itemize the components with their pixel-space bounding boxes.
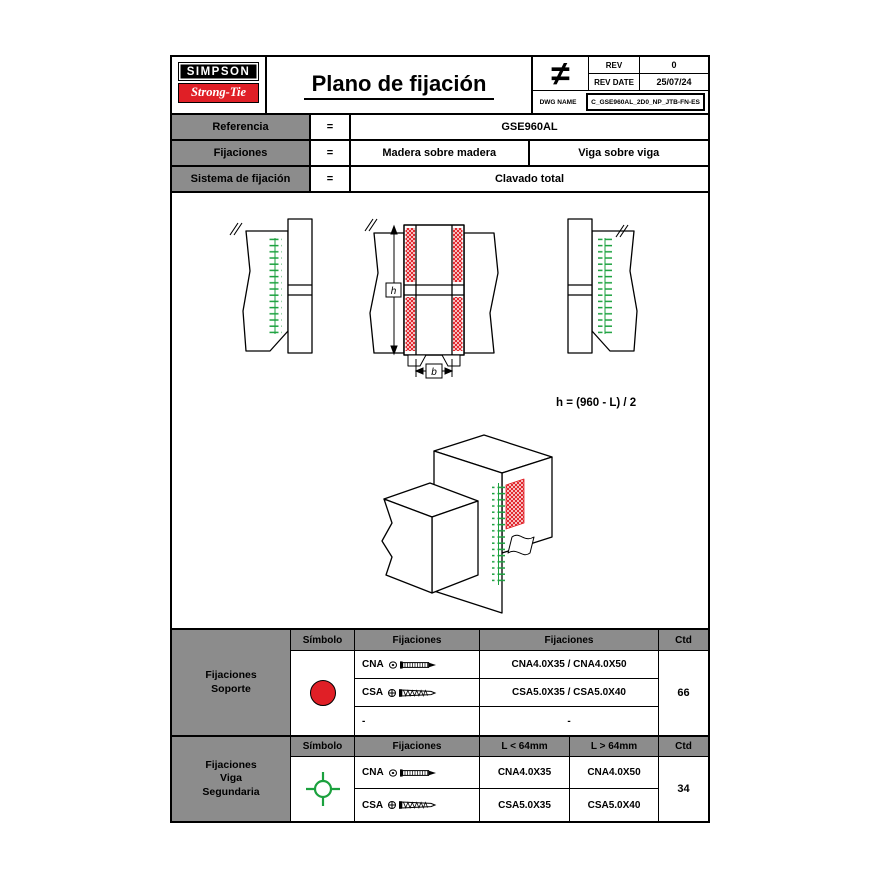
col-header-simbolo: Símbolo — [291, 630, 355, 651]
nail-zone-hatch — [405, 297, 415, 351]
dim-b-label: b — [431, 367, 437, 378]
isometric-view — [381, 434, 553, 614]
col-header-fijaciones: Fijaciones — [480, 630, 659, 651]
projection-symbol-icon: ≠ — [533, 57, 588, 91]
rev-label: REV — [588, 57, 639, 74]
break-mark-icon — [615, 224, 629, 238]
fixing-code: CNA — [362, 767, 384, 778]
sistema-value: Clavado total — [494, 173, 565, 185]
support-fixings-table: Fijaciones Soporte Símbolo Fijaciones Fi… — [172, 630, 708, 737]
fijaciones-value-1: Madera sobre madera — [351, 141, 530, 165]
drawing-sheet: SIMPSON Strong-Tie Plano de fijación ≠ R… — [170, 55, 710, 823]
fixing-code-cell: - — [355, 707, 480, 735]
break-mark-icon — [229, 222, 243, 236]
nail-zone-hatch — [453, 228, 463, 282]
referencia-label: Referencia — [172, 115, 311, 139]
equals-sign: = — [311, 115, 351, 139]
rev-date-label: REV DATE — [588, 74, 639, 91]
strongtie-logo-text: Strong-Tie — [178, 83, 259, 103]
dwg-name-label: DWG NAME — [539, 98, 577, 106]
fixing-spec: CSA5.0X35 / CSA5.0X40 — [480, 679, 659, 707]
fixing-code: CSA — [362, 799, 384, 811]
height-formula: h = (960 - L) / 2 — [556, 397, 636, 409]
fixing-code: CSA — [362, 687, 384, 698]
support-symbol-red-circle-icon — [309, 680, 336, 706]
nail-row — [268, 238, 282, 334]
fixing-code-cell: CNA — [355, 757, 480, 789]
fixing-code: - — [362, 715, 366, 727]
info-row-sistema: Sistema de fijación = Clavado total — [172, 167, 708, 193]
info-row-fijaciones: Fijaciones = Madera sobre madera Viga so… — [172, 141, 708, 167]
break-mark-icon — [364, 218, 378, 232]
rev-value: 0 — [639, 57, 708, 74]
fixing-spec-l-large: CSA5.0X40 — [570, 789, 659, 821]
support-symbol-cell — [291, 651, 355, 735]
col-header-l-large: L > 64mm — [570, 737, 659, 757]
fijaciones-value-2: Viga sobre viga — [578, 147, 660, 159]
col-header-fijaciones: Fijaciones — [355, 630, 480, 651]
cut-flag — [507, 534, 535, 556]
beam-fixings-table: Fijaciones Viga Segundaria Símbolo Fijac… — [172, 737, 708, 821]
left-view — [229, 218, 313, 354]
revision-block: ≠ REV 0 REV DATE 25/07/24 DWG NAME C_GSE… — [531, 57, 708, 113]
beam-ctd-value: 34 — [659, 757, 708, 821]
sheet-title: Plano de fijación — [303, 71, 495, 100]
title-block: SIMPSON Strong-Tie Plano de fijación ≠ R… — [172, 57, 708, 115]
front-view — [364, 218, 499, 367]
technical-drawing: h b h = (960 - L) / 2 — [229, 218, 638, 614]
fixing-spec: - — [480, 707, 659, 735]
nail-zone-hatch — [453, 297, 463, 351]
fixing-code-cell: CSA — [355, 679, 480, 707]
fixing-spec-l-small: CNA4.0X35 — [480, 757, 570, 789]
fijaciones-label: Fijaciones — [172, 141, 311, 165]
csa-screw-icon — [388, 801, 437, 809]
nail-row — [598, 238, 612, 334]
fixing-code-cell: CNA — [355, 651, 480, 679]
support-ctd-value: 66 — [659, 651, 708, 735]
dwg-name-value: C_GSE960AL_2D0_NP_JTB-FN-ES — [586, 93, 705, 111]
fixing-spec-l-large: CNA4.0X50 — [570, 757, 659, 789]
col-header-simbolo: Símbolo — [291, 737, 355, 757]
fixing-code: CNA — [362, 659, 384, 670]
support-table-stub: Fijaciones Soporte — [172, 630, 291, 735]
info-row-referencia: Referencia = GSE960AL — [172, 115, 708, 141]
dimension-lines: h b — [385, 224, 454, 379]
info-table: Referencia = GSE960AL Fijaciones = Mader… — [172, 115, 708, 193]
equals-sign: = — [311, 141, 351, 165]
drawing-area: h b h = (960 - L) / 2 — [172, 193, 708, 630]
nail-zone-hatch — [505, 478, 525, 530]
referencia-value: GSE960AL — [501, 121, 558, 133]
simpson-strongtie-logo: SIMPSON Strong-Tie — [172, 57, 267, 113]
fixing-spec: CNA4.0X35 / CNA4.0X50 — [480, 651, 659, 679]
csa-screw-icon — [388, 688, 437, 697]
dim-h-label: h — [391, 286, 397, 297]
fixing-code-cell: CSA — [355, 789, 480, 821]
cna-nail-icon — [388, 660, 436, 669]
beam-symbol-cell — [291, 757, 355, 821]
right-view — [567, 218, 638, 354]
fixing-spec-l-small: CSA5.0X35 — [480, 789, 570, 821]
col-header-ctd: Ctd — [659, 737, 708, 757]
nail-zone-hatch — [405, 228, 415, 282]
sistema-label: Sistema de fijación — [172, 167, 311, 191]
equals-sign: = — [311, 167, 351, 191]
rev-date-value: 25/07/24 — [639, 74, 708, 91]
cna-nail-icon — [388, 768, 436, 777]
col-header-ctd: Ctd — [659, 630, 708, 651]
dwg-name-row: DWG NAME C_GSE960AL_2D0_NP_JTB-FN-ES — [533, 91, 708, 113]
title-cell: Plano de fijación — [267, 57, 531, 113]
beam-table-stub: Fijaciones Viga Segundaria — [172, 737, 291, 821]
col-header-l-small: L < 64mm — [480, 737, 570, 757]
crosshair-symbol-icon — [305, 772, 340, 806]
col-header-fijaciones: Fijaciones — [355, 737, 480, 757]
simpson-logo-text: SIMPSON — [178, 62, 259, 81]
